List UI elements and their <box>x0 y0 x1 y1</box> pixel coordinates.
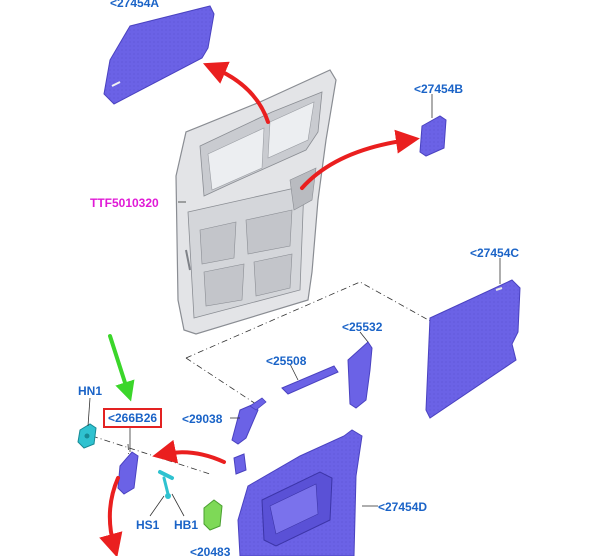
trim-29038 <box>231 397 267 445</box>
panel-27454a <box>103 5 215 105</box>
label-27454c[interactable]: <27454C <box>470 246 520 260</box>
label-27454d[interactable]: <27454D <box>378 500 428 514</box>
label-29038[interactable]: <29038 <box>182 412 223 426</box>
trim-25508 <box>281 365 339 395</box>
label-door-ref[interactable]: TTF5010320 <box>90 196 159 210</box>
plug-20483 <box>203 499 223 531</box>
label-hb1[interactable]: HB1 <box>174 518 199 532</box>
bracket-266b26 <box>117 451 139 495</box>
label-hn1[interactable]: HN1 <box>78 384 103 398</box>
clip-hn1 <box>77 423 97 449</box>
small-bracket <box>233 453 247 475</box>
door-trim-27454d <box>237 429 363 556</box>
highlight-arrow <box>108 334 135 402</box>
panel-27454b <box>419 115 447 157</box>
label-266b26[interactable]: <266B26 <box>103 408 163 428</box>
leader-lines <box>87 94 501 517</box>
removal-arrows <box>99 61 420 556</box>
label-27454a[interactable]: <27454A <box>110 0 160 10</box>
panel-27454c <box>425 279 521 419</box>
label-hs1[interactable]: HS1 <box>136 518 160 532</box>
label-20483[interactable]: <20483 <box>190 545 231 559</box>
label-25532[interactable]: <25532 <box>342 320 383 334</box>
label-27454b[interactable]: <27454B <box>414 82 464 96</box>
label-25508[interactable]: <25508 <box>266 354 307 368</box>
trim-25532 <box>347 341 373 409</box>
rear-door-shell <box>175 69 337 335</box>
bolt-hs1-hb1 <box>158 470 174 499</box>
